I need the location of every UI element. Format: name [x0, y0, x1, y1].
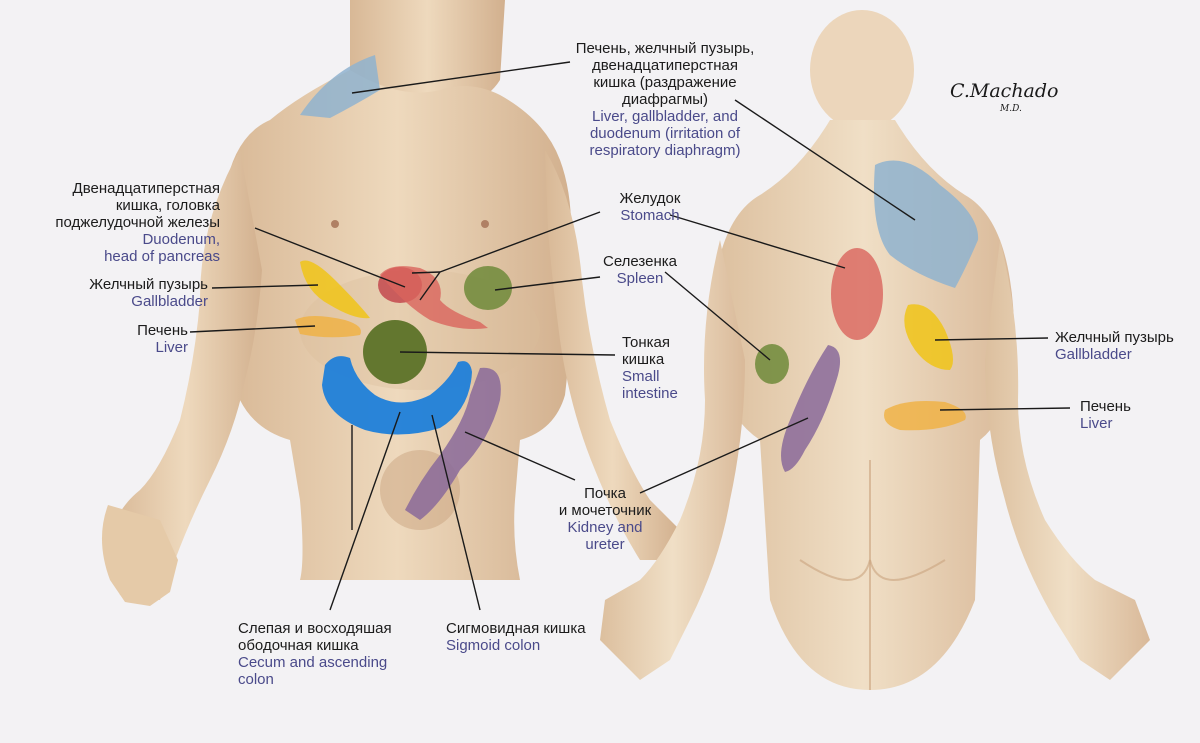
- label-ru-line: Желчный пузырь: [1055, 329, 1174, 346]
- label-en-line: Gallbladder: [131, 293, 208, 310]
- label-en-line: duodenum (irritation of: [589, 125, 741, 142]
- label-en-line: Spleen: [616, 270, 664, 287]
- label-en-line: Kidney and: [567, 519, 643, 536]
- label-en-line: Gallbladder: [1055, 346, 1132, 363]
- label-en-line: Small: [622, 368, 660, 385]
- label-en-line: Liver: [1080, 415, 1113, 432]
- label-en-line: colon: [238, 671, 274, 688]
- label-en-line: Stomach: [620, 207, 680, 224]
- label-ru-line: Слепая и восходяшая: [238, 620, 392, 637]
- zone-kidney-back: [781, 345, 841, 472]
- label-en-line: intestine: [622, 385, 678, 402]
- back-arm-left: [600, 240, 745, 680]
- front-hand-left: [101, 505, 178, 606]
- label-ru-line: кишка: [622, 351, 665, 368]
- label-ru-line: Желудок: [619, 190, 681, 207]
- zone-gallbladder-front: [300, 260, 370, 319]
- label-kidney-ureter: Почка и мочеточник Kidney and ureter: [535, 485, 675, 553]
- label-ru-line: Печень: [137, 322, 188, 339]
- label-liver-gallbladder-duodenum: Печень, желчный пузырь, двенадцатиперстн…: [555, 40, 775, 159]
- label-en-line: Liver, gallbladder, and: [592, 108, 738, 125]
- label-en-line: respiratory diaphragm): [589, 142, 741, 159]
- artist-signature: C.Machado: [950, 80, 1059, 102]
- label-ru-line: Желчный пузырь: [89, 276, 208, 293]
- label-ru-line: ободочная кишка: [238, 637, 359, 654]
- label-ru-line: Тонкая: [622, 334, 670, 351]
- zone-liver-back: [884, 401, 966, 431]
- zone-shoulder-back: [874, 160, 979, 288]
- label-ru-line: Почка: [584, 485, 626, 502]
- label-ru-line: Печень, желчный пузырь,: [575, 40, 755, 57]
- label-spleen: Селезенка Spleen: [590, 253, 690, 287]
- artist-signature-suffix: M.D.: [1000, 104, 1022, 114]
- zone-liver-front: [295, 316, 361, 338]
- zone-gallbladder-back: [904, 304, 954, 370]
- zone-spleen-front: [464, 266, 512, 310]
- front-neck: [350, 0, 505, 112]
- label-duodenum-pancreas: Двенадцатиперстная кишка, головка поджел…: [20, 180, 220, 265]
- label-en-line: Sigmoid colon: [446, 637, 541, 654]
- front-arm-right: [545, 150, 680, 560]
- label-en-line: head of pancreas: [104, 248, 220, 265]
- label-ru-line: кишка, головка: [115, 197, 220, 214]
- zone-stomach-back: [831, 248, 883, 340]
- label-liver-back: Печень Liver: [1080, 398, 1170, 432]
- label-cecum-ascending-colon: Слепая и восходяшая ободочная кишка Cecu…: [238, 620, 438, 688]
- label-ru-line: Сигмовидная кишка: [446, 620, 586, 637]
- label-ru-line: Селезенка: [602, 253, 677, 270]
- label-ru-line: кишка (раздражение: [593, 74, 737, 91]
- zone-small-intestine: [363, 320, 427, 384]
- label-ru-line: диафрагмы): [621, 91, 709, 108]
- zone-cecum-colon: [322, 356, 472, 435]
- label-en-line: Liver: [155, 339, 188, 356]
- label-ru-line: Печень: [1080, 398, 1131, 415]
- zone-spleen-back: [755, 344, 789, 384]
- label-en-line: Duodenum,: [142, 231, 220, 248]
- back-head: [810, 10, 914, 130]
- leader-lines: [189, 61, 1071, 611]
- back-torso: [713, 120, 1014, 690]
- label-sigmoid-colon: Сигмовидная кишка Sigmoid colon: [446, 620, 626, 654]
- zone-stomach-front: [380, 266, 488, 329]
- back-zones: [755, 160, 979, 472]
- label-en-line: Cecum and ascending: [238, 654, 388, 671]
- label-en-line: ureter: [585, 536, 625, 553]
- zone-shoulder-front: [300, 55, 380, 118]
- front-arm-left: [110, 150, 262, 600]
- label-small-intestine: Тонкая кишка Small intestine: [622, 334, 712, 402]
- label-gallbladder-back: Желчный пузырь Gallbladder: [1055, 329, 1195, 363]
- label-ru-line: Двенадцатиперстная: [72, 180, 220, 197]
- zone-sigmoid: [405, 367, 501, 520]
- back-arm-right: [985, 240, 1150, 680]
- label-ru-line: двенадцатиперстная: [591, 57, 739, 74]
- label-ru-line: поджелудочной железы: [55, 214, 220, 231]
- label-stomach: Желудок Stomach: [590, 190, 710, 224]
- label-ru-line: и мочеточник: [558, 502, 652, 519]
- label-liver-front: Печень Liver: [80, 322, 188, 356]
- label-gallbladder-front: Желчный пузырь Gallbladder: [40, 276, 208, 310]
